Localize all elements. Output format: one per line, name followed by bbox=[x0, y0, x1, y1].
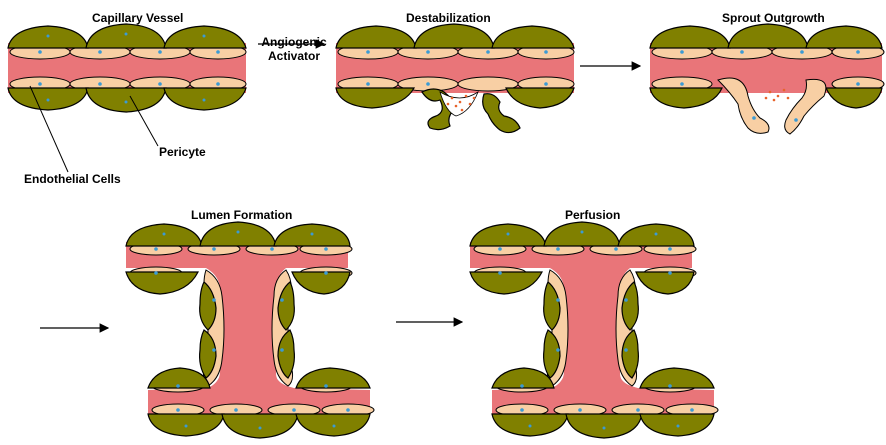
destabilization-panel bbox=[336, 24, 574, 133]
label-destabilization: Destabilization bbox=[406, 11, 491, 25]
label-angiogenic-line1: Angiogenic bbox=[258, 35, 330, 49]
pericytes-bottom bbox=[8, 88, 246, 112]
label-capillary-vessel: Capillary Vessel bbox=[92, 11, 183, 25]
lumen-formation-panel bbox=[126, 222, 374, 438]
capillary-vessel-panel bbox=[8, 24, 246, 172]
label-lumen-formation: Lumen Formation bbox=[191, 208, 292, 222]
pericytes-top bbox=[8, 24, 246, 48]
perfusion-panel bbox=[470, 222, 718, 438]
label-angiogenic-activator: Angiogenic Activator bbox=[258, 35, 330, 63]
sprout-outgrowth-panel bbox=[650, 24, 884, 134]
label-sprout-outgrowth: Sprout Outgrowth bbox=[722, 11, 825, 25]
label-perfusion: Perfusion bbox=[565, 208, 620, 222]
label-pericyte: Pericyte bbox=[159, 145, 206, 159]
label-angiogenic-line2: Activator bbox=[258, 49, 330, 63]
label-endothelial-cells: Endothelial Cells bbox=[24, 172, 121, 186]
